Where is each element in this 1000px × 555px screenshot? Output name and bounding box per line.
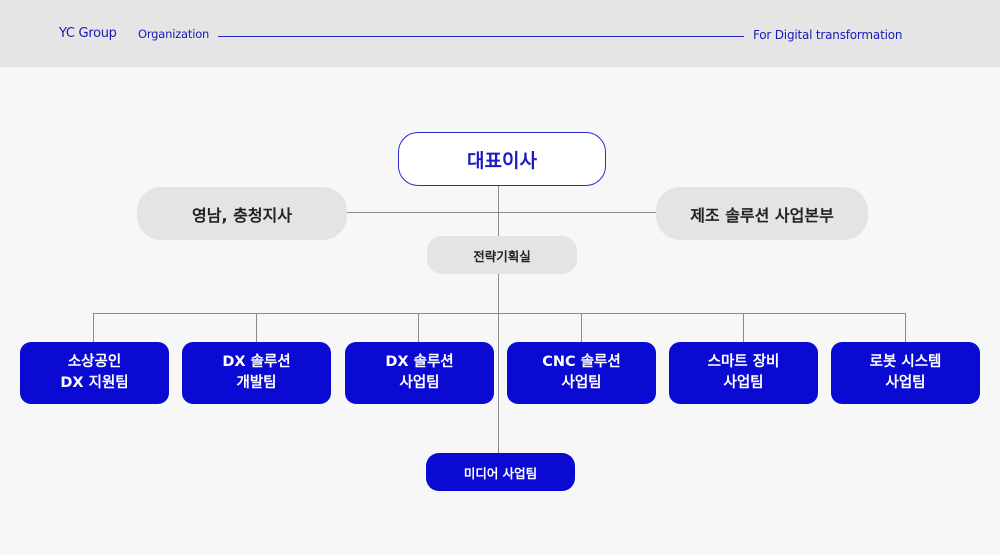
team-node: 로봇 시스템 사업팀 <box>831 342 980 404</box>
header-divider <box>218 36 744 37</box>
manufacturing-hq-label: 제조 솔루션 사업본부 <box>690 205 834 225</box>
connector-trunk <box>498 186 499 454</box>
section-title: Organization <box>138 27 210 41</box>
team-label-line1: DX 솔루션 <box>385 353 454 370</box>
team-label-line1: 스마트 장비 <box>707 353 780 370</box>
connector-branch-right <box>499 212 656 213</box>
strategy-office-node: 전략기획실 <box>427 236 577 274</box>
connector-team-1 <box>93 313 94 343</box>
team-label-line1: DX 솔루션 <box>222 353 291 370</box>
connector-team-6 <box>905 313 906 343</box>
team-node: DX 솔루션 사업팀 <box>345 342 494 404</box>
strategy-office-label: 전략기획실 <box>473 248 531 264</box>
media-team-label: 미디어 사업팀 <box>463 465 538 481</box>
team-label-line2: 개발팀 <box>236 375 277 391</box>
connector-team-4 <box>581 313 582 343</box>
ceo-node: 대표이사 <box>398 132 606 186</box>
team-label-line2: 사업팀 <box>399 375 440 391</box>
media-team-node: 미디어 사업팀 <box>426 453 575 491</box>
team-label-line1: 소상공인 <box>67 353 122 370</box>
header-tagline: For Digital transformation <box>753 28 903 42</box>
connector-team-3 <box>418 313 419 343</box>
team-node: DX 솔루션 개발팀 <box>182 342 331 404</box>
ceo-label: 대표이사 <box>467 149 537 172</box>
team-label-line1: CNC 솔루션 <box>542 353 621 370</box>
team-label-line1: 로봇 시스템 <box>869 353 942 370</box>
manufacturing-hq-node: 제조 솔루션 사업본부 <box>656 187 868 240</box>
team-label-line2: 사업팀 <box>561 375 602 391</box>
team-label-line2: 사업팀 <box>723 375 764 391</box>
team-node: 소상공인 DX 지원팀 <box>20 342 169 404</box>
connector-team-2 <box>256 313 257 343</box>
team-label-line2: DX 지원팀 <box>60 375 129 391</box>
connector-team-bus <box>93 313 906 314</box>
branch-office-label: 영남, 충청지사 <box>192 205 292 225</box>
team-label-line2: 사업팀 <box>885 375 926 391</box>
connector-branch-left <box>347 212 498 213</box>
connector-team-5 <box>743 313 744 343</box>
brand-name: YC Group <box>59 26 117 41</box>
header-bar: YC Group Organization For Digital transf… <box>0 0 1000 67</box>
branch-office-node: 영남, 충청지사 <box>137 187 347 240</box>
team-node: CNC 솔루션 사업팀 <box>507 342 656 404</box>
team-node: 스마트 장비 사업팀 <box>669 342 818 404</box>
